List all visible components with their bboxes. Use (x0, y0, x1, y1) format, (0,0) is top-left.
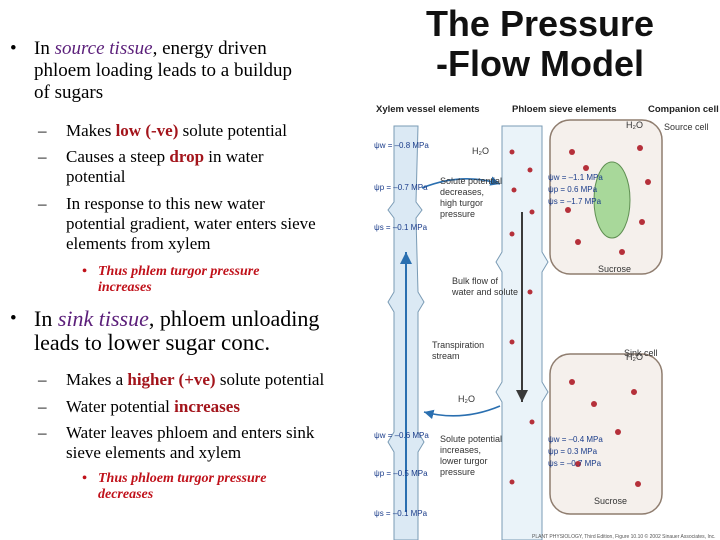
source-rest: , energy driven (152, 38, 267, 59)
sink-rest: , phloem unloading (148, 306, 320, 331)
phloem-top-psi-w: ψw = –1.1 MPa (548, 173, 603, 182)
source-line-2: phloem loading leads to a buildup (34, 60, 293, 81)
slide-title: The Pressure -Flow Model (400, 4, 680, 84)
source-bullet: • In source tissue, energy driven phloem… (10, 38, 370, 104)
sucrose-top-label: Sucrose (598, 264, 631, 274)
sink-bullet: • In sink tissue, phloem unloading leads… (10, 308, 370, 356)
sink-cell-label: Sink cell (624, 348, 658, 358)
source-point-1-emph: low (-ve) (115, 121, 179, 140)
source-cell (549, 119, 663, 275)
sink-line-2a: leads to (34, 330, 108, 355)
water-arrow-phloem-to-xylem (423, 405, 501, 420)
phloem-top-psi-s: ψs = –1.7 MPa (548, 197, 602, 206)
xylem-bottom-psi-p: ψp = –0.5 MPa (374, 469, 428, 478)
h2o-label-bottom: H₂O (458, 394, 475, 404)
sink-point-1-post: solute potential (215, 370, 325, 389)
source-line-3: of sugars (34, 82, 104, 103)
source-desc-4: pressure (440, 209, 475, 219)
title-line-1: The Pressure (425, 3, 655, 44)
xylem-label: Xylem vessel elements (376, 104, 480, 115)
source-point-2: – Causes a steep drop in water potential (38, 147, 264, 186)
phloem-sucrose-dots (509, 149, 535, 485)
xylem-top-psi-s: ψs = –0.1 MPa (374, 223, 428, 232)
source-intro: In (34, 38, 55, 59)
source-point-2-pre: Causes a steep (66, 147, 170, 166)
sink-term: sink tissue (57, 306, 149, 331)
phloem-bottom-psi-p: ψp = 0.3 MPa (548, 447, 598, 456)
sink-intro: In (34, 306, 58, 331)
source-point-2-post: in water (204, 147, 264, 166)
source-point-1-post: solute potential (178, 121, 287, 140)
source-point-1-pre: Makes (66, 121, 116, 140)
source-term: source tissue (54, 38, 153, 59)
sink-point-1: – Makes a higher (+ve) solute potential (38, 370, 325, 389)
sink-point-2: – Water potential increases (38, 397, 240, 416)
bullet-dot: • (10, 308, 17, 329)
source-point-3-line-1: In response to this new water (66, 194, 265, 213)
phloem-top-psi-p: ψp = 0.6 MPa (548, 185, 598, 194)
bulk-flow-1: Bulk flow of (452, 276, 499, 286)
sink-point-1-emph: higher (+ve) (127, 370, 216, 389)
source-point-3-line-2: potential gradient, water enters sieve (66, 214, 316, 233)
phloem-bottom-psi-w: ψw = –0.4 MPa (548, 435, 603, 444)
xylem-top-psi-w: ψw = –0.8 MPa (374, 141, 429, 150)
sink-desc-4: pressure (440, 467, 475, 477)
companion-label: Companion cell (648, 104, 719, 115)
water-arrow-xylem-to-phloem (421, 176, 501, 189)
source-point-3-line-3: elements from xylem (66, 234, 211, 253)
sink-cell (549, 353, 663, 515)
figure-credit: PLANT PHYSIOLOGY, Third Edition, Figure … (532, 533, 716, 540)
sink-desc-3: lower turgor (440, 456, 488, 466)
xylem-bottom-psi-s: ψs = –0.1 MPa (374, 509, 428, 518)
sink-desc-2: increases, (440, 445, 481, 455)
source-result: • Thus phlem turgor pressure increases (82, 264, 260, 295)
sucrose-bottom-label: Sucrose (594, 496, 627, 506)
title-line-2: -Flow Model (436, 43, 644, 84)
h2o-label-sink: H₂O (626, 352, 643, 362)
sink-point-2-pre: Water potential (66, 397, 175, 416)
source-result-line-1: Thus phlem turgor pressure (98, 264, 260, 279)
h2o-label-top: H₂O (472, 146, 489, 156)
source-desc-1: Solute potential (440, 176, 502, 186)
sink-point-1-pre: Makes a (66, 370, 128, 389)
source-desc-3: high turgor (440, 198, 483, 208)
sink-result-line-2: decreases (98, 487, 154, 502)
sink-result-line-1: Thus phloem turgor pressure (98, 471, 267, 486)
xylem-top-psi-p: ψp = –0.7 MPa (374, 183, 428, 192)
sink-line-2b: lower sugar conc. (107, 330, 271, 355)
phloem-column (495, 125, 549, 540)
sink-desc-1: Solute potential (440, 434, 502, 444)
h2o-label-source: H₂O (626, 120, 643, 130)
pressure-flow-diagram: Xylem vessel elements Phloem sieve eleme… (374, 104, 719, 540)
sink-point-3-line-2: sieve elements and xylem (66, 443, 242, 462)
source-cell-label: Source cell (664, 122, 709, 132)
xylem-column (387, 125, 425, 540)
bullet-dot: • (10, 38, 17, 59)
sink-point-3-line-1: Water leaves phloem and enters sink (66, 423, 315, 442)
source-point-2-emph: drop (169, 147, 205, 166)
sink-point-3: – Water leaves phloem and enters sink si… (38, 423, 315, 462)
bulk-flow-2: water and solute (451, 287, 518, 297)
transpiration-1: Transpiration (432, 340, 484, 350)
source-point-1: – Makes low (-ve) solute potential (38, 121, 287, 140)
source-result-line-2: increases (98, 280, 152, 295)
source-point-3: – In response to this new water potentia… (38, 194, 316, 253)
source-point-2-cont: potential (66, 167, 126, 186)
transpiration-2: stream (432, 351, 460, 361)
phloem-bottom-psi-s: ψs = –0.7 MPa (548, 459, 602, 468)
phloem-label: Phloem sieve elements (512, 104, 617, 115)
xylem-bottom-psi-w: ψw = –0.6 MPa (374, 431, 429, 440)
sink-point-2-emph: increases (174, 397, 240, 416)
sink-result: • Thus phloem turgor pressure decreases (82, 471, 267, 502)
source-desc-2: decreases, (440, 187, 484, 197)
